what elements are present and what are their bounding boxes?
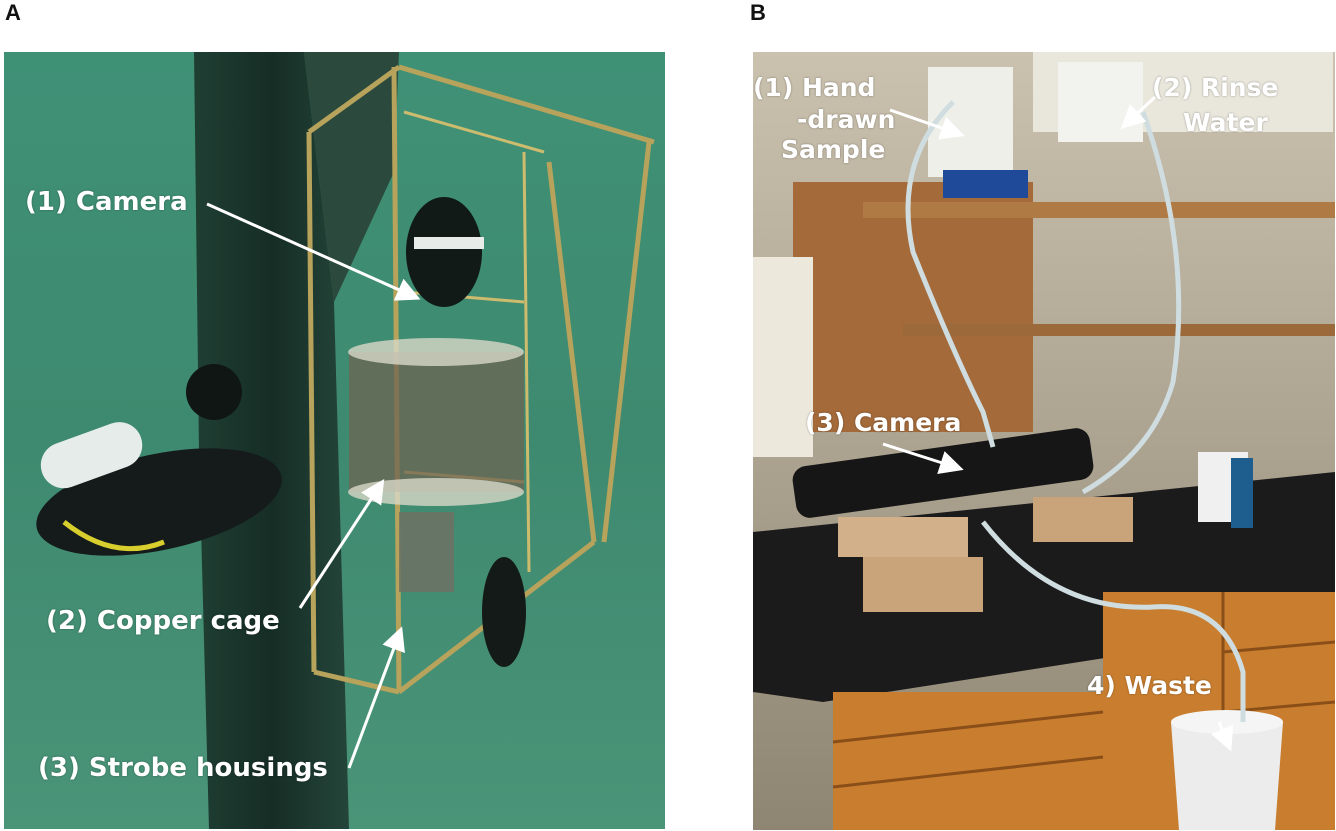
hand-drawn-sample-label-line3: Sample (781, 135, 886, 164)
camera-label-b: (3) Camera (805, 408, 962, 437)
hand-drawn-sample-label-line1: (1) Hand (753, 73, 876, 102)
fish (482, 557, 526, 667)
waste-bucket (1171, 722, 1283, 830)
rinse-bucket (1058, 62, 1143, 142)
lab-scene (753, 52, 1335, 830)
panel-b-letter: B (750, 0, 766, 25)
upper-shelf (863, 202, 1335, 218)
diver (36, 364, 282, 556)
underwater-photo: (1) Camera (2) Copper cage (3) Strobe ho… (4, 52, 665, 829)
pegboard (793, 182, 1033, 432)
copper-cage-label: (2) Copper cage (46, 606, 280, 636)
waste-label: 4) Waste (1087, 671, 1212, 700)
panel-a-letter: A (5, 0, 21, 25)
lab-photo: (1) Hand -drawn Sample (2) Rinse Water (… (753, 52, 1335, 830)
sample-bucket (928, 67, 1013, 177)
underwater-scene (4, 52, 665, 829)
waste-tubing (981, 520, 1246, 722)
sample-tubing (905, 100, 996, 448)
strobe-housings (399, 512, 454, 592)
camera-housing (406, 197, 482, 307)
lower-shelf (903, 324, 1335, 336)
mesh-cage (349, 352, 524, 492)
rinse-water-label-line1: (2) Rinse (1152, 73, 1279, 102)
hand-drawn-sample-label-line2: -drawn (797, 105, 896, 134)
strobe-housings-label: (3) Strobe housings (38, 753, 328, 783)
rinse-tubing (1081, 111, 1182, 495)
rinse-water-label-line2: Water (1183, 108, 1268, 137)
camera-label: (1) Camera (25, 187, 188, 217)
